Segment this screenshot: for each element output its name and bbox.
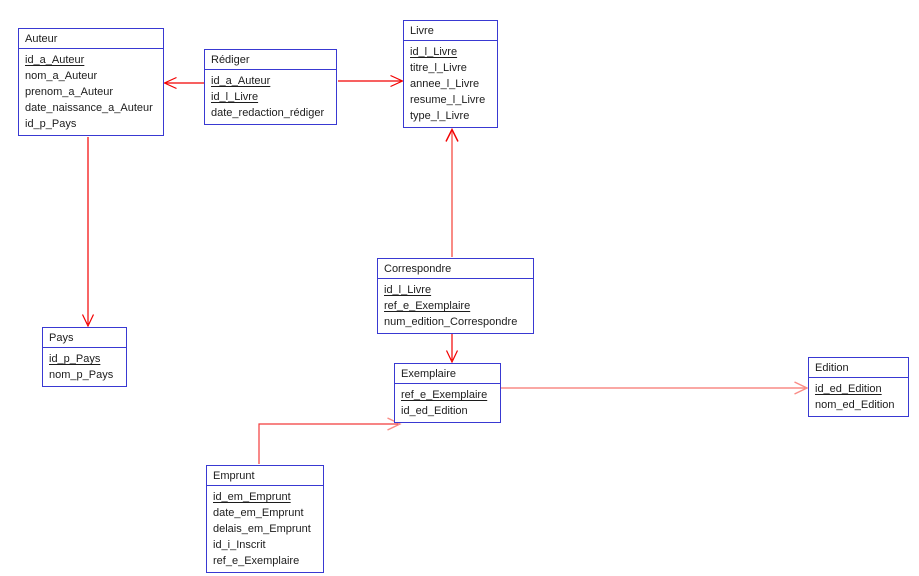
entity-title: Exemplaire: [395, 364, 500, 384]
field: nom_ed_Edition: [815, 399, 895, 411]
entity-rediger[interactable]: Rédiger id_a_Auteur id_l_Livre date_reda…: [204, 49, 337, 125]
field: nom_a_Auteur: [25, 70, 98, 82]
field: ref_e_Exemplaire: [213, 555, 300, 567]
relation-auteur-pays[interactable]: [81, 137, 95, 328]
entity-fields: id_a_Auteur id_l_Livre date_redaction_ré…: [205, 70, 336, 124]
entity-edition[interactable]: Edition id_ed_Edition nom_ed_Edition: [808, 357, 909, 417]
entity-fields: id_l_Livre titre_l_Livre annee_l_Livre r…: [404, 41, 497, 127]
entity-fields: id_l_Livre ref_e_Exemplaire num_edition_…: [378, 279, 533, 333]
entity-auteur[interactable]: Auteur id_a_Auteur nom_a_Auteur prenom_a…: [18, 28, 164, 136]
field-pk: id_ed_Edition: [815, 383, 882, 395]
entity-title: Emprunt: [207, 466, 323, 486]
relation-correspondre-livre[interactable]: [445, 127, 459, 258]
field: nom_p_Pays: [49, 369, 114, 381]
entity-correspondre[interactable]: Correspondre id_l_Livre ref_e_Exemplaire…: [377, 258, 534, 334]
entity-title: Auteur: [19, 29, 163, 49]
entity-livre[interactable]: Livre id_l_Livre titre_l_Livre annee_l_L…: [403, 20, 498, 128]
field: date_em_Emprunt: [213, 507, 304, 519]
field: id_ed_Edition: [401, 405, 468, 417]
entity-fields: id_a_Auteur nom_a_Auteur prenom_a_Auteur…: [19, 49, 163, 135]
field: resume_l_Livre: [410, 94, 486, 106]
entity-title: Correspondre: [378, 259, 533, 279]
field: id_i_Inscrit: [213, 539, 266, 551]
entity-title: Edition: [809, 358, 908, 378]
field: titre_l_Livre: [410, 62, 467, 74]
entity-emprunt[interactable]: Emprunt id_em_Emprunt date_em_Emprunt de…: [206, 465, 324, 573]
entity-title: Pays: [43, 328, 126, 348]
field-pk: id_l_Livre: [384, 284, 432, 296]
field: prenom_a_Auteur: [25, 86, 114, 98]
relation-rediger-livre[interactable]: [338, 74, 404, 88]
field-pk: ref_e_Exemplaire: [401, 389, 488, 401]
field: id_p_Pays: [25, 118, 77, 130]
field: num_edition_Correspondre: [384, 316, 518, 328]
field: date_naissance_a_Auteur: [25, 102, 153, 114]
field: type_l_Livre: [410, 110, 470, 122]
field: annee_l_Livre: [410, 78, 480, 90]
entity-title: Livre: [404, 21, 497, 41]
entity-pays[interactable]: Pays id_p_Pays nom_p_Pays: [42, 327, 127, 387]
field-pk: id_l_Livre: [211, 91, 259, 103]
entity-title: Rédiger: [205, 50, 336, 70]
entity-fields: id_p_Pays nom_p_Pays: [43, 348, 126, 386]
field-pk: id_p_Pays: [49, 353, 101, 365]
entity-exemplaire[interactable]: Exemplaire ref_e_Exemplaire id_ed_Editio…: [394, 363, 501, 423]
field-pk: id_a_Auteur: [211, 75, 271, 87]
field: delais_em_Emprunt: [213, 523, 311, 535]
field: date_redaction_rédiger: [211, 107, 325, 119]
entity-fields: ref_e_Exemplaire id_ed_Edition: [395, 384, 500, 422]
relation-emprunt-exemplaire[interactable]: [258, 417, 402, 464]
entity-fields: id_ed_Edition nom_ed_Edition: [809, 378, 908, 416]
relation-exemplaire-edition[interactable]: [501, 381, 809, 395]
relation-rediger-auteur[interactable]: [163, 76, 205, 90]
field-pk: id_em_Emprunt: [213, 491, 291, 503]
relation-correspondre-exemplaire[interactable]: [445, 333, 459, 364]
field-pk: ref_e_Exemplaire: [384, 300, 471, 312]
field-pk: id_l_Livre: [410, 46, 458, 58]
entity-fields: id_em_Emprunt date_em_Emprunt delais_em_…: [207, 486, 323, 572]
field-pk: id_a_Auteur: [25, 54, 85, 66]
